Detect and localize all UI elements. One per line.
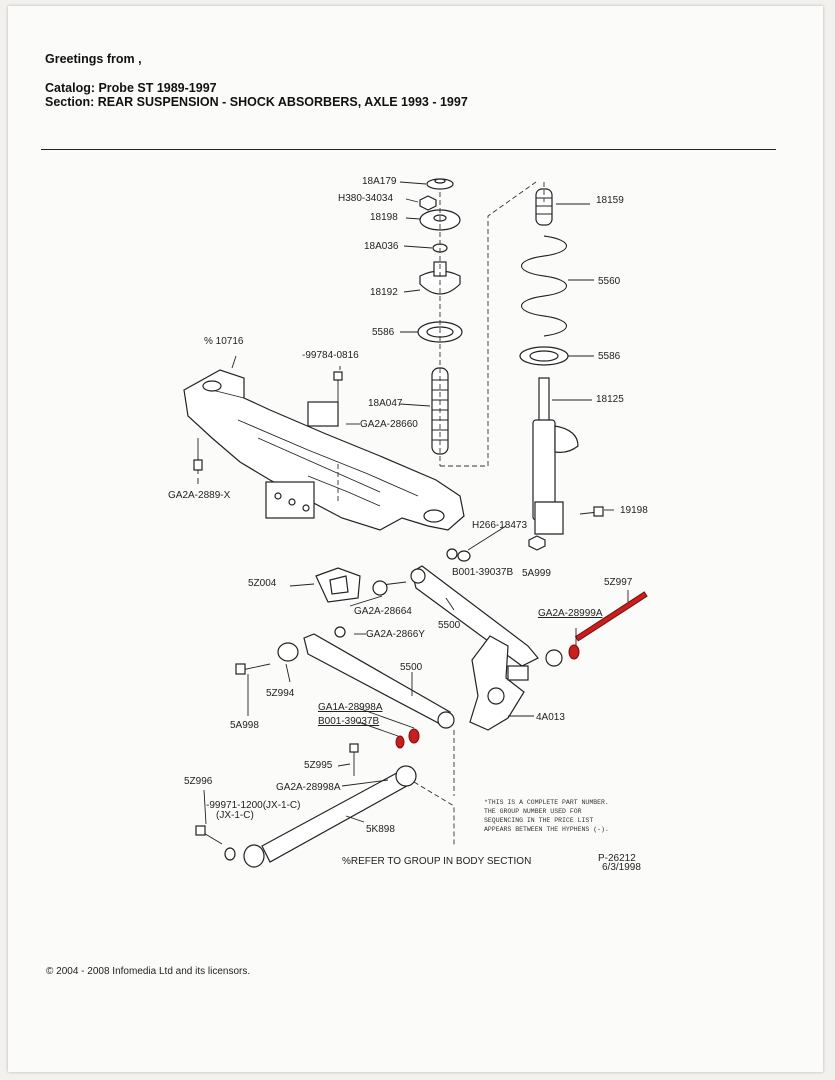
label-H380-34034: H380-34034 (338, 193, 393, 204)
part-5560-coil (521, 235, 567, 337)
leader-lines (197, 181, 629, 825)
spring-strut-assembly (440, 181, 604, 551)
highlighted-parts (395, 591, 648, 749)
label-GA2A-28660: GA2A-28660 (360, 419, 418, 430)
part-5Z996 (224, 847, 236, 861)
part-GA2A-2866Y (334, 626, 346, 638)
strut-bracket (534, 501, 564, 535)
part-GA1A-28998A-highlight (408, 728, 420, 744)
label-18A047: 18A047 (368, 398, 403, 409)
label-JX-1-C: (JX-1-C) (216, 810, 254, 821)
label-5586-upper: 5586 (372, 327, 395, 338)
part-labels: 18A179 H380-34034 18198 18A036 18192 558… (168, 176, 648, 835)
part-4A013-knuckle (469, 635, 525, 731)
shock-upper-parts (417, 178, 463, 466)
label-GA1A-28998A: GA1A-28998A (318, 702, 383, 713)
label-18198: 18198 (370, 212, 398, 223)
label-5Z995: 5Z995 (304, 760, 333, 771)
header-divider (41, 149, 776, 150)
part-B001-39037B-upper (457, 550, 471, 562)
part-GA2A-28660-block (307, 401, 339, 427)
axis-line-linking (440, 181, 537, 467)
refer-note: %REFER TO GROUP IN BODY SECTION (342, 856, 531, 867)
catalog-line: Catalog: Probe ST 1989-1997 (45, 81, 217, 95)
note-line-1: *THIS IS A COMPLETE PART NUMBER. (484, 799, 609, 806)
part-GA2A-28999A-highlight (568, 644, 580, 660)
part-5Z994 (277, 642, 299, 662)
label-5Z996: 5Z996 (184, 776, 213, 787)
part-18A179-hole (434, 178, 446, 184)
lower-arms (195, 548, 563, 868)
label-4A013: 4A013 (536, 712, 565, 723)
label-GA2A-2866Y: GA2A-2866Y (366, 629, 425, 640)
part-18125-rod (538, 377, 550, 423)
label-GA2A-28998A: GA2A-28998A (276, 782, 341, 793)
diagram-date: 6/3/1998 (602, 862, 641, 873)
label-GA2A-2889-X: GA2A-2889-X (168, 490, 231, 501)
crossmember-10716 (183, 369, 465, 531)
section-line: Section: REAR SUSPENSION - SHOCK ABSORBE… (45, 95, 468, 109)
label-18125: 18125 (596, 394, 624, 405)
label-GA2A-28999A: GA2A-28999A (538, 608, 603, 619)
diagram-notes: *THIS IS A COMPLETE PART NUMBER. THE GRO… (342, 799, 641, 873)
part-5A999 (528, 535, 546, 551)
label-18159: 18159 (596, 195, 624, 206)
label-10716: % 10716 (204, 336, 244, 347)
label-5K898: 5K898 (366, 824, 395, 835)
note-line-4: APPEARS BETWEEN THE HYPHENS (-). (484, 826, 609, 833)
label-5A998: 5A998 (230, 720, 259, 731)
label-99784-0816: -99784-0816 (302, 350, 359, 361)
part-5Z997-highlight (574, 591, 648, 642)
catalog-page: Greetings from , Catalog: Probe ST 1989-… (8, 6, 823, 1072)
label-18A036: 18A036 (364, 241, 399, 252)
label-B001-39037B-upper: B001-39037B (452, 567, 513, 578)
label-5A999: 5A999 (522, 568, 551, 579)
part-5A998-bolt (241, 663, 271, 671)
label-99971-1200: -99971-1200(JX-1-C) (206, 800, 301, 811)
note-line-3: SEQUENCING IN THE PRICE LIST (484, 817, 593, 824)
greeting-line: Greetings from , (45, 52, 142, 66)
label-5560: 5560 (598, 276, 621, 287)
note-line-2: THE GROUP NUMBER USED FOR (484, 808, 582, 815)
label-5Z994: 5Z994 (266, 688, 295, 699)
label-18A179: 18A179 (362, 176, 397, 187)
label-H266-18473: H266-18473 (472, 520, 527, 531)
label-5500-lower: 5500 (400, 662, 423, 673)
part-B001-39037B-highlight (395, 735, 405, 749)
copyright-footer: © 2004 - 2008 Infomedia Ltd and its lice… (46, 966, 251, 977)
rear-suspension-exploded-diagram: 18A179 H380-34034 18198 18A036 18192 558… (168, 176, 648, 873)
label-18192: 18192 (370, 287, 398, 298)
label-19198: 19198 (620, 505, 648, 516)
label-5586-lower: 5586 (598, 351, 621, 362)
label-GA2A-28664: GA2A-28664 (354, 606, 412, 617)
part-5500-upper-arm (411, 565, 539, 667)
label-5Z004: 5Z004 (248, 578, 277, 589)
part-H380-34034 (419, 195, 437, 211)
label-5Z997: 5Z997 (604, 577, 633, 588)
label-B001-39037B-lower: B001-39037B (318, 716, 379, 727)
label-5500-upper: 5500 (438, 620, 461, 631)
diagram-id: P-26212 (598, 853, 636, 864)
